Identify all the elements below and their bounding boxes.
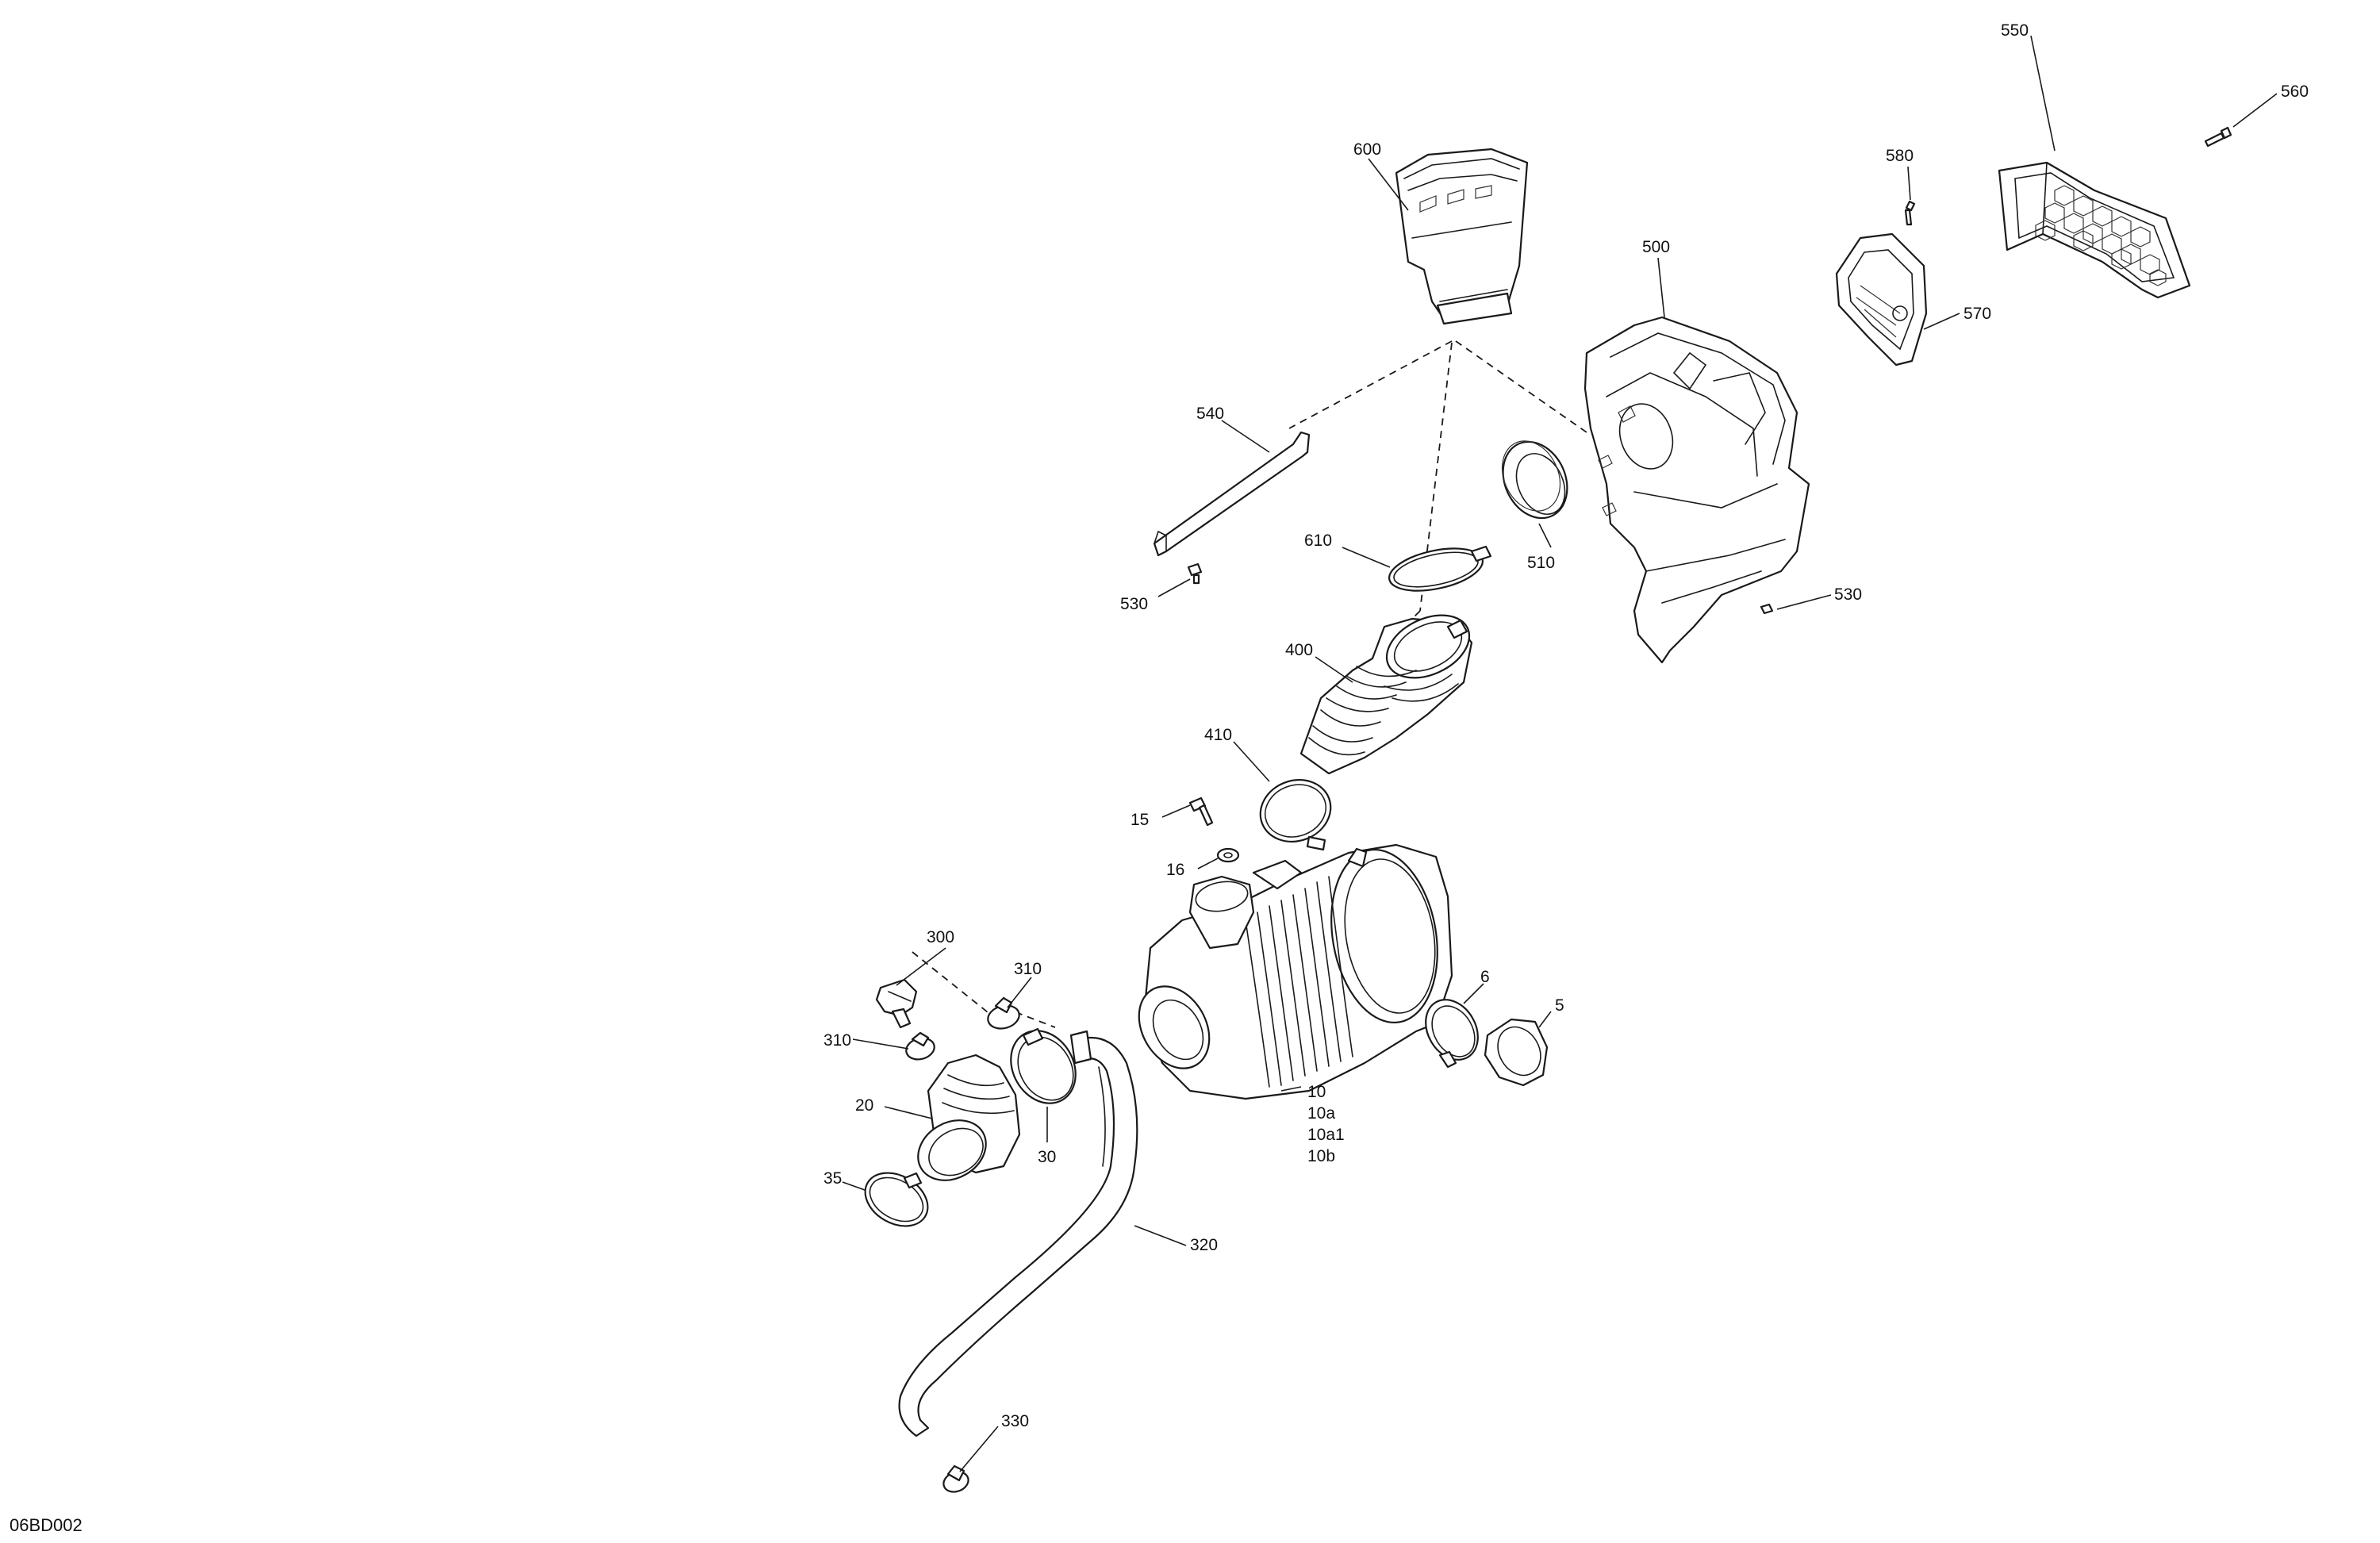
part-330-clip	[942, 1464, 969, 1493]
callout-530-left: 530	[1120, 595, 1148, 613]
callout-300: 300	[927, 928, 954, 946]
callout-320: 320	[1190, 1236, 1218, 1254]
callout-16: 16	[1166, 861, 1184, 879]
part-10-air-filter-housing	[1138, 843, 1453, 1100]
part-30-clamp	[1010, 1027, 1077, 1104]
part-35-clamp	[864, 1172, 929, 1227]
part-550-grille	[1998, 161, 2191, 299]
part-20-adapter	[917, 1054, 1021, 1181]
part-560-screw	[2204, 126, 2232, 148]
part-310-clip-left	[905, 1031, 935, 1061]
callout-400: 400	[1285, 641, 1313, 659]
callout-310-right: 310	[1014, 960, 1042, 978]
callout-10b: 10b	[1307, 1147, 1335, 1165]
part-320-hose	[898, 1030, 1138, 1437]
part-610-clamp	[1388, 545, 1492, 592]
callout-610: 610	[1304, 532, 1332, 550]
part-600-intake-duct	[1395, 148, 1529, 325]
part-530-screw-right	[1760, 603, 1774, 615]
part-540-bracket	[1153, 431, 1311, 557]
callout-20: 20	[855, 1096, 873, 1115]
callout-10a: 10a	[1307, 1104, 1335, 1123]
part-15-bolt	[1188, 796, 1214, 827]
part-6-clamp	[1425, 999, 1479, 1069]
part-410-clamp	[1259, 779, 1332, 851]
callout-570: 570	[1964, 305, 1991, 323]
callouts: 550 560 580 600 500 570 540 610 510 530 …	[823, 21, 2309, 1430]
leader-lines	[842, 35, 2278, 1472]
callout-310-left: 310	[823, 1031, 851, 1050]
callout-540: 540	[1196, 405, 1224, 423]
part-310-clip-right	[987, 996, 1020, 1030]
callout-6: 6	[1480, 968, 1490, 986]
callout-600: 600	[1353, 140, 1381, 159]
part-530-screw-left	[1187, 562, 1203, 585]
callout-560: 560	[2281, 83, 2309, 101]
callout-580: 580	[1886, 147, 1914, 165]
callout-530-right: 530	[1834, 585, 1862, 604]
callout-550: 550	[2001, 21, 2029, 40]
callout-10: 10	[1307, 1083, 1326, 1101]
part-300-fitting	[875, 978, 918, 1029]
callout-410: 410	[1204, 726, 1232, 744]
callout-35: 35	[823, 1169, 842, 1188]
callout-510: 510	[1527, 554, 1555, 572]
part-580-screw	[1904, 200, 1916, 226]
part-400-hose	[1299, 614, 1473, 775]
callout-5: 5	[1555, 996, 1564, 1015]
callout-10a1: 10a1	[1307, 1126, 1345, 1144]
part-570-cover	[1835, 232, 1928, 367]
callout-15: 15	[1130, 811, 1149, 829]
part-5-sleeve	[1484, 1018, 1549, 1087]
part-16-washer	[1216, 847, 1240, 863]
callout-330: 330	[1001, 1412, 1029, 1430]
callout-500: 500	[1642, 238, 1670, 256]
drawing-reference: 06BD002	[10, 1515, 83, 1535]
callout-30: 30	[1038, 1148, 1056, 1166]
part-500-airbox-housing	[1583, 316, 1810, 664]
part-510-ring	[1501, 440, 1568, 520]
